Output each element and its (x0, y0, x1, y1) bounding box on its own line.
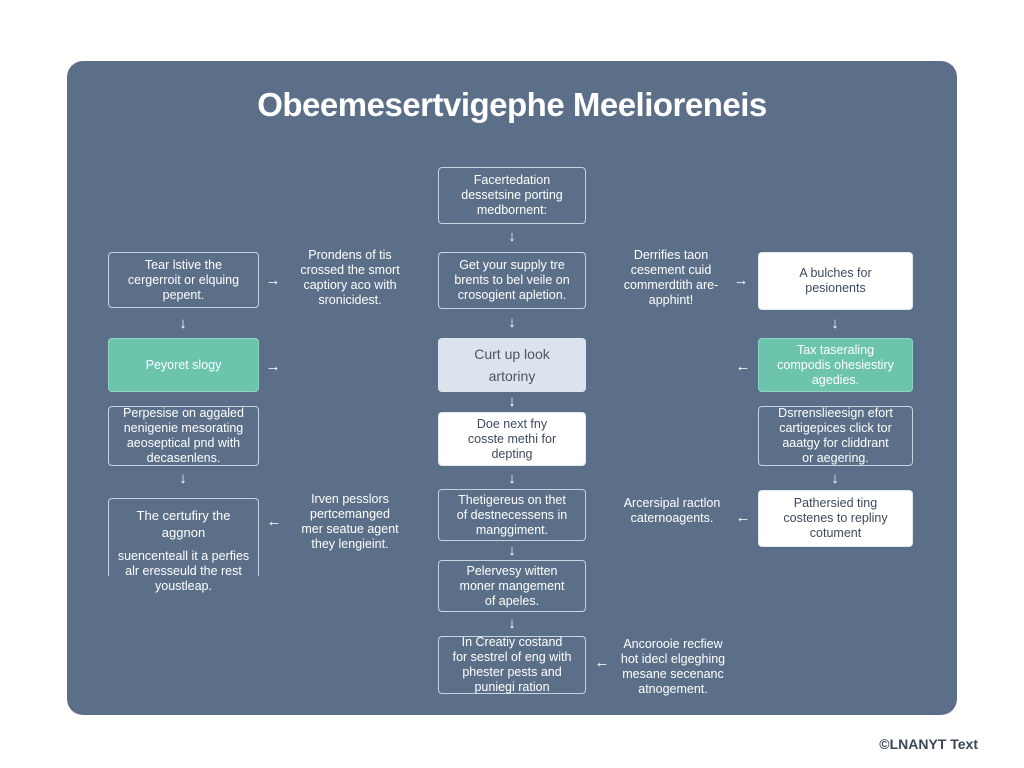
arrow-down-icon: ↓ (508, 393, 516, 410)
arrow-left-icon: ← (735, 509, 751, 526)
node-left-4-body: suencenteall it a perfies alr eresseuld … (117, 549, 250, 593)
node-right-1: A bulches for pesionents (758, 252, 913, 310)
label-right-3: Ancorooie recfiew hot idecl elgeghing me… (620, 637, 726, 696)
node-right-4: Pathersied ting costenes to repliny cotu… (758, 490, 913, 547)
arrow-right-icon: → (265, 272, 281, 289)
arrow-left-icon: ← (594, 654, 610, 671)
node-center-4: Doe next fny cosste methi for depting (438, 412, 586, 466)
arrow-down-icon: ↓ (508, 615, 516, 632)
label-left-1: Prondens of tis crossed the smort captio… (300, 248, 400, 307)
arrow-down-icon: ↓ (508, 470, 516, 487)
node-center-3: Curt up look artoriny (438, 338, 586, 392)
node-center-6: Pelervesy witten moner mangement of apel… (438, 560, 586, 612)
node-center-1: Facertedation dessetsine porting medborn… (438, 167, 586, 224)
arrow-down-icon: ↓ (831, 470, 839, 487)
arrow-down-icon: ↓ (179, 470, 187, 487)
node-left-1: Tear lstive the cergerroit or elquing pe… (108, 252, 259, 308)
node-center-7: In Creatiy costand for sestrel of eng wi… (438, 635, 586, 694)
arrow-left-icon: ← (266, 513, 282, 530)
label-right-1: Derrifies taon cesement cuid commerdtith… (623, 248, 719, 307)
node-left-2: Peyoret slogy (108, 338, 259, 392)
node-left-4: The certufiry the aggnon suencenteall it… (108, 498, 259, 593)
arrow-down-icon: ↓ (508, 228, 516, 245)
node-right-2: Tax taseraling compodis ohesiestiry aged… (758, 338, 913, 392)
arrow-down-icon: ↓ (508, 314, 516, 331)
arrow-down-icon: ↓ (831, 315, 839, 332)
node-left-3: Perpesise on aggaled nenigenie mesoratin… (108, 406, 259, 466)
label-left-2: Irven pesslors pertcemanged mer seatue a… (301, 492, 399, 551)
arrow-right-icon: → (733, 272, 749, 289)
node-center-2: Get your supply tre brents to bel veile … (438, 252, 586, 309)
label-right-2: Arcersipal ractlon caternoagents. (623, 496, 721, 525)
node-right-3: Dsrrenslieesign efort cartigepices click… (758, 406, 913, 466)
diagram-title: Obeemesertvigephe Meelioreneis (257, 86, 767, 123)
node-left-4-title: The certufiry the aggnon (136, 508, 231, 540)
node-center-5: Thetigereus on thet of destnecessens in … (438, 489, 586, 541)
footer-brand: ©LNANYT Text (879, 736, 978, 752)
arrow-left-icon: ← (735, 358, 751, 375)
arrow-down-icon: ↓ (179, 315, 187, 332)
arrow-down-icon: ↓ (508, 542, 516, 559)
arrow-right-icon: → (265, 358, 281, 375)
